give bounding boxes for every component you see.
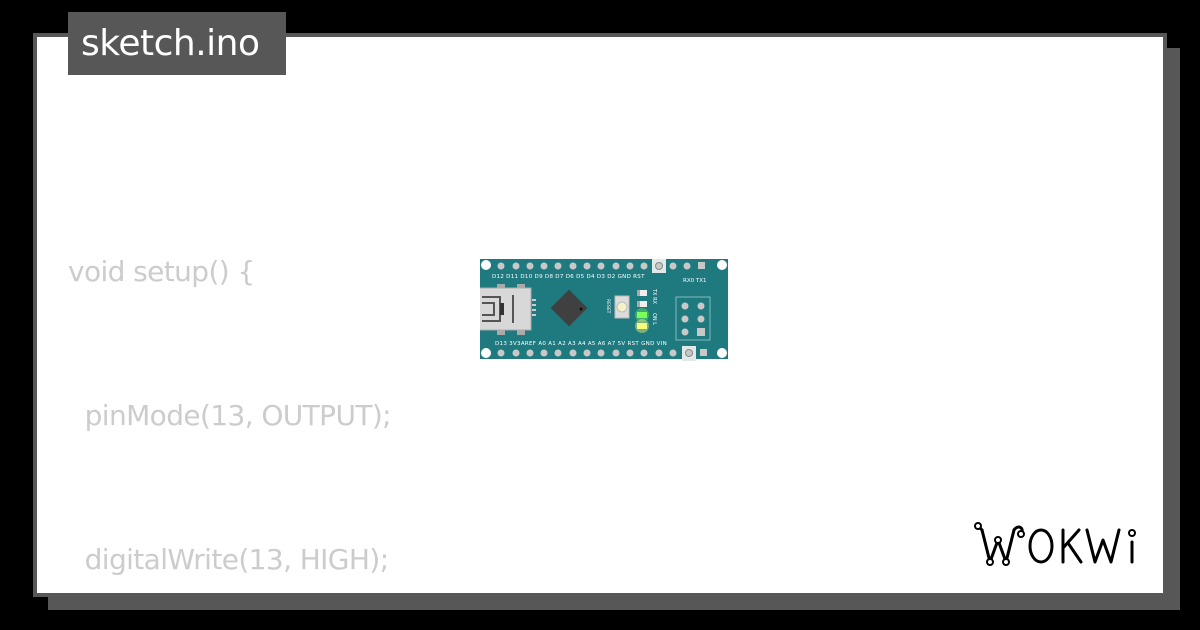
svg-text:D13 3V3AREF A0 A1 A2 A3: D13 3V3AREF A0 A1 A2 A3 A4 A5 A6 A7 5V R… (495, 341, 667, 347)
svg-text:RESET: RESET (605, 299, 611, 314)
svg-text:D12 D11 D10 D9 D8 D7 D6: D12 D11 D10 D9 D8 D7 D6 D5 D4 D3 D2 GND … (492, 274, 645, 280)
logo-text: WOKWI (945, 490, 949, 491)
code-line: pinMode(13, OUTPUT); (68, 399, 392, 432)
svg-text:TX RX: TX RX (651, 288, 657, 305)
wokwi-logo: WOKWI (945, 490, 1136, 566)
code-block: void setup() { pinMode(13, OUTPUT); digi… (68, 152, 409, 593)
file-name-tab: sketch.ino (68, 12, 286, 75)
code-line: void setup() { (68, 255, 255, 288)
arduino-nano-board: D12 D11 D10 D9 D8 D7 D6 D5 D4 D3 D2 GND … (480, 259, 728, 361)
card-body: void setup() { pinMode(13, OUTPUT); digi… (37, 37, 1163, 593)
svg-text:ON L: ON L (651, 313, 657, 325)
svg-text:RX0 TX1: RX0 TX1 (683, 278, 706, 284)
code-line: digitalWrite(13, HIGH); (68, 543, 390, 576)
sketch-card: void setup() { pinMode(13, OUTPUT); digi… (33, 33, 1167, 597)
